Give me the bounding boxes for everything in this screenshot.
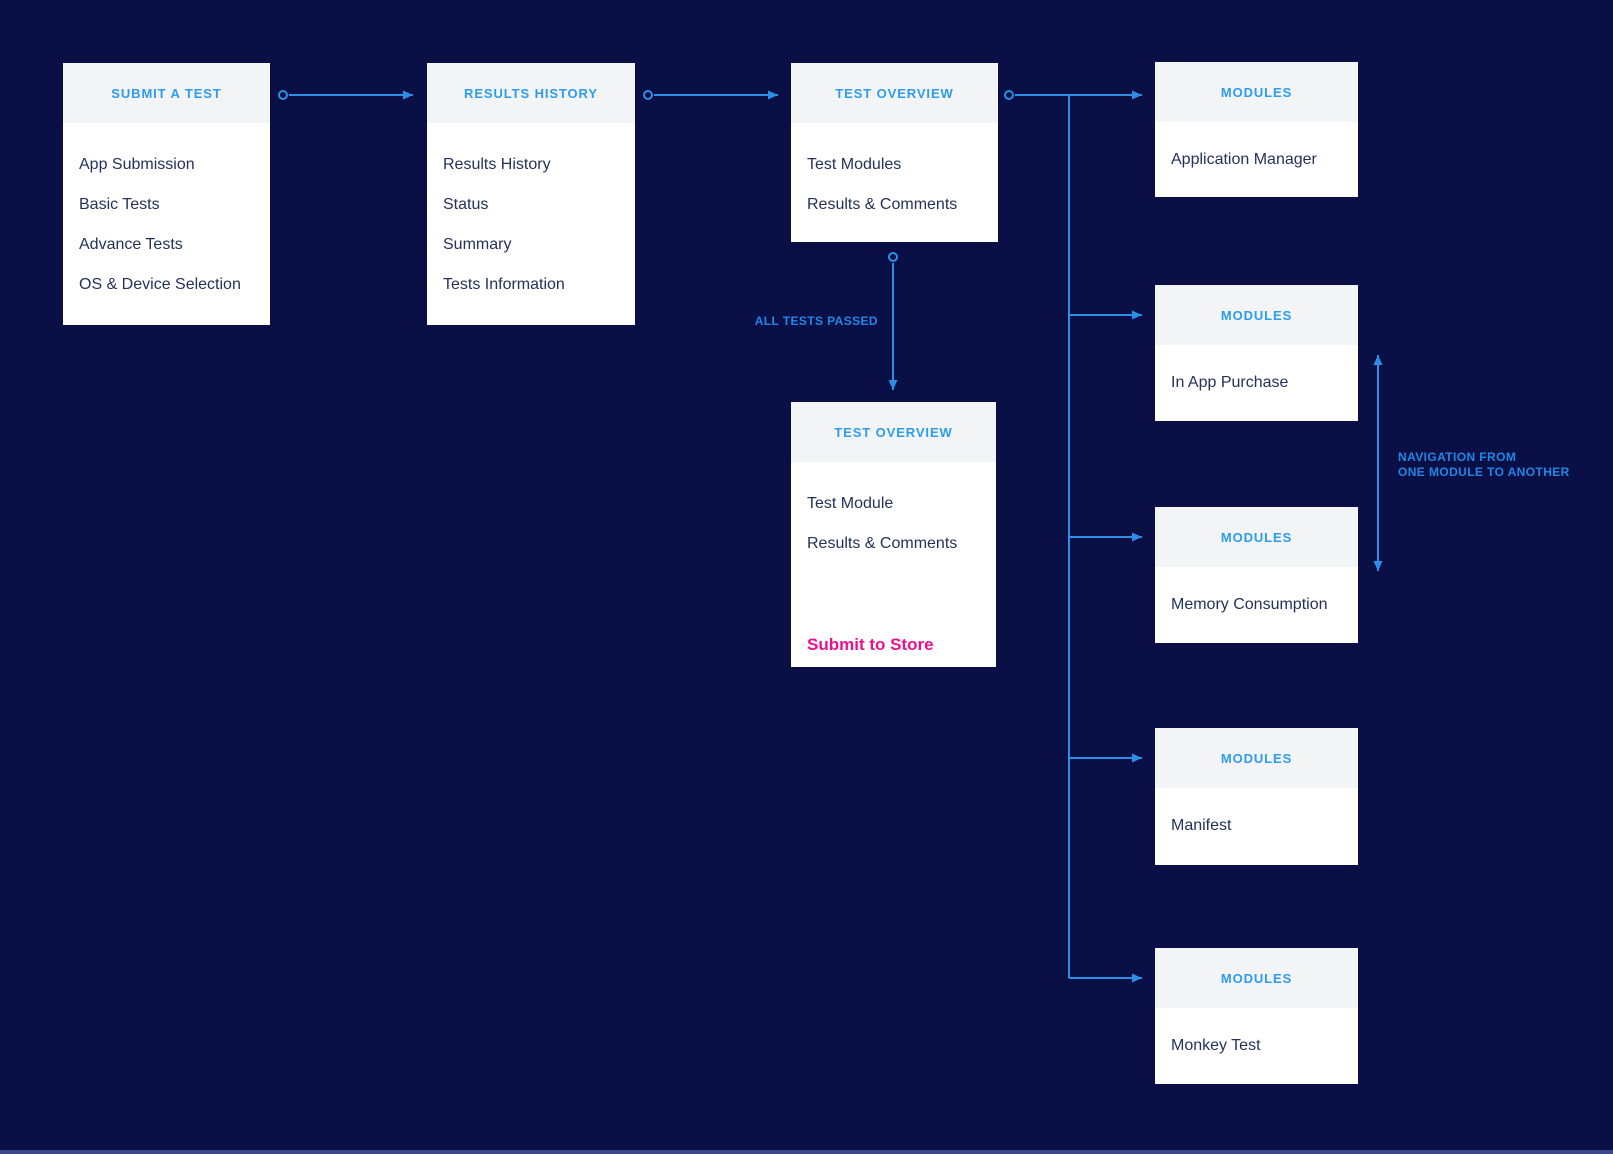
card-modules-manifest: MODULES Manifest bbox=[1155, 728, 1358, 865]
card-title: TEST OVERVIEW bbox=[791, 63, 998, 123]
card-item: Test Modules bbox=[807, 156, 902, 173]
bottom-edge-strip bbox=[0, 1150, 1613, 1154]
card-item: Results History bbox=[443, 156, 551, 173]
connector-circle bbox=[278, 90, 288, 100]
card-item: App Submission bbox=[79, 156, 195, 173]
card-title: RESULTS HISTORY bbox=[427, 63, 635, 123]
card-item: Memory Consumption bbox=[1171, 596, 1328, 613]
card-test-overview-1: TEST OVERVIEW Test Modules Results & Com… bbox=[791, 63, 998, 242]
card-item: Status bbox=[443, 196, 489, 213]
all-tests-passed-label: ALL TESTS PASSED bbox=[754, 314, 878, 328]
card-item: Manifest bbox=[1171, 817, 1232, 834]
card-item: Test Module bbox=[807, 495, 894, 512]
card-item: Results & Comments bbox=[807, 196, 958, 213]
card-title: MODULES bbox=[1155, 285, 1358, 345]
card-item: In App Purchase bbox=[1171, 374, 1289, 391]
card-test-overview-2: TEST OVERVIEW Test Module Results & Comm… bbox=[791, 402, 996, 667]
card-title: MODULES bbox=[1155, 62, 1358, 122]
card-item: Application Manager bbox=[1171, 151, 1317, 168]
card-item: Basic Tests bbox=[79, 196, 160, 213]
card-item: Monkey Test bbox=[1171, 1037, 1261, 1054]
card-title: SUBMIT A TEST bbox=[63, 63, 270, 123]
card-modules-monkey-test: MODULES Monkey Test bbox=[1155, 948, 1358, 1084]
card-item: Results & Comments bbox=[807, 535, 958, 552]
card-title: TEST OVERVIEW bbox=[791, 402, 996, 462]
connector-circle bbox=[1004, 90, 1014, 100]
card-title: MODULES bbox=[1155, 948, 1358, 1008]
connector-circle bbox=[888, 252, 898, 262]
card-item: OS & Device Selection bbox=[79, 276, 241, 293]
card-submit-a-test: SUBMIT A TEST App Submission Basic Tests… bbox=[63, 63, 270, 325]
card-item: Tests Information bbox=[443, 276, 565, 293]
card-item: Advance Tests bbox=[79, 236, 183, 253]
card-item: Summary bbox=[443, 236, 512, 253]
card-title: MODULES bbox=[1155, 728, 1358, 788]
card-modules-in-app-purchase: MODULES In App Purchase bbox=[1155, 285, 1358, 421]
card-results-history: RESULTS HISTORY Results History Status S… bbox=[427, 63, 635, 325]
connector-circle bbox=[643, 90, 653, 100]
module-navigation-label: NAVIGATION FROM ONE MODULE TO ANOTHER bbox=[1398, 450, 1570, 479]
card-title: MODULES bbox=[1155, 507, 1358, 567]
card-modules-application-manager: MODULES Application Manager bbox=[1155, 62, 1358, 197]
submit-to-store-action[interactable]: Submit to Store bbox=[807, 635, 934, 654]
card-modules-memory-consumption: MODULES Memory Consumption bbox=[1155, 507, 1358, 643]
